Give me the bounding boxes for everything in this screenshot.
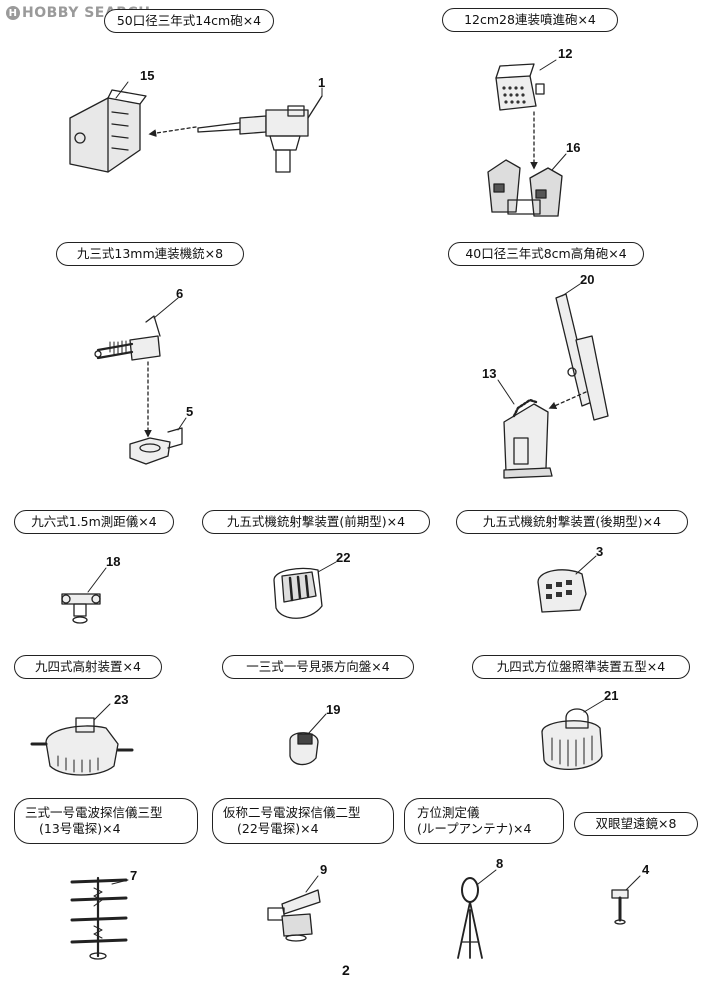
part-5-mg-mount <box>129 427 183 465</box>
part-20-8cm-barrel <box>555 293 609 421</box>
label-14cm-gun: 50口径三年式14cm砲×4 <box>104 9 274 33</box>
part-number-16: 16 <box>566 140 581 155</box>
hobby-search-logo-icon: H <box>6 6 20 20</box>
part-number-5: 5 <box>186 404 194 419</box>
part-number-19: 19 <box>326 702 341 717</box>
part-number-1: 1 <box>318 75 326 90</box>
part-8-loop-antenna <box>457 877 483 959</box>
label-12cm-rocket: 12cm28連装噴進砲×4 <box>442 8 618 32</box>
part-number-23: 23 <box>114 692 129 707</box>
label-13mm-mg: 九三式13mm連装機銃×8 <box>56 242 244 266</box>
part-number-15: 15 <box>140 68 155 83</box>
part-number-6: 6 <box>176 286 184 301</box>
label-binoculars: 双眼望遠鏡×8 <box>574 812 698 836</box>
part-22-director-early <box>273 567 323 619</box>
part-number-9: 9 <box>320 862 328 877</box>
part-number-21: 21 <box>604 688 619 703</box>
part-16-rocket-mount <box>487 159 563 217</box>
arrow-1-to-15 <box>148 126 197 137</box>
part-3-director-late <box>537 569 587 613</box>
part-9-radar-22 <box>267 889 321 942</box>
part-18-rangefinder <box>61 593 101 624</box>
part-number-20: 20 <box>580 272 595 287</box>
part-12-rocket-launcher <box>495 63 545 111</box>
label-director-early: 九五式機銃射撃装置(前期型)×4 <box>202 510 430 534</box>
part-13-8cm-mount <box>503 398 553 479</box>
part-6-13mm-mg <box>94 315 161 361</box>
label-hafd: 九四式高射装置×4 <box>14 655 162 679</box>
part-number-22: 22 <box>336 550 351 565</box>
label-radar-22: 仮称二号電波探信儀二型(22号電探)×4 <box>212 798 394 844</box>
label-direction-finder: 方位測定儀(ループアンテナ)×4 <box>404 798 564 844</box>
part-number-4: 4 <box>642 862 650 877</box>
part-number-18: 18 <box>106 554 121 569</box>
label-azimuth: 九四式方位盤照準装置五型×4 <box>472 655 690 679</box>
part-4-binoculars <box>611 889 629 925</box>
part-number-13: 13 <box>482 366 497 381</box>
label-rangefinder: 九六式1.5m測距儀×4 <box>14 510 174 534</box>
part-number-7: 7 <box>130 868 138 883</box>
label-radar-13: 三式一号電波探信儀三型(13号電探)×4 <box>14 798 198 844</box>
part-number-8: 8 <box>496 856 504 871</box>
part-number-12: 12 <box>558 46 573 61</box>
part-number-3: 3 <box>596 544 604 559</box>
label-lookout: 一三式一号見張方向盤×4 <box>222 655 414 679</box>
part-7-radar-13 <box>70 876 128 960</box>
part-23-ha-fire-director <box>30 717 134 776</box>
arrow-20-to-13 <box>548 391 587 410</box>
page-number: 2 <box>342 962 350 978</box>
part-19-lookout-sight <box>289 732 319 766</box>
part-21-azimuth-director <box>541 708 603 771</box>
part-1-14cm-gun <box>197 95 323 173</box>
label-8cm-ag: 40口径三年式8cm高角砲×4 <box>448 242 644 266</box>
label-director-late: 九五式機銃射撃装置(後期型)×4 <box>456 510 688 534</box>
leader-lines <box>87 59 641 893</box>
part-15-gun-shield <box>69 89 147 173</box>
